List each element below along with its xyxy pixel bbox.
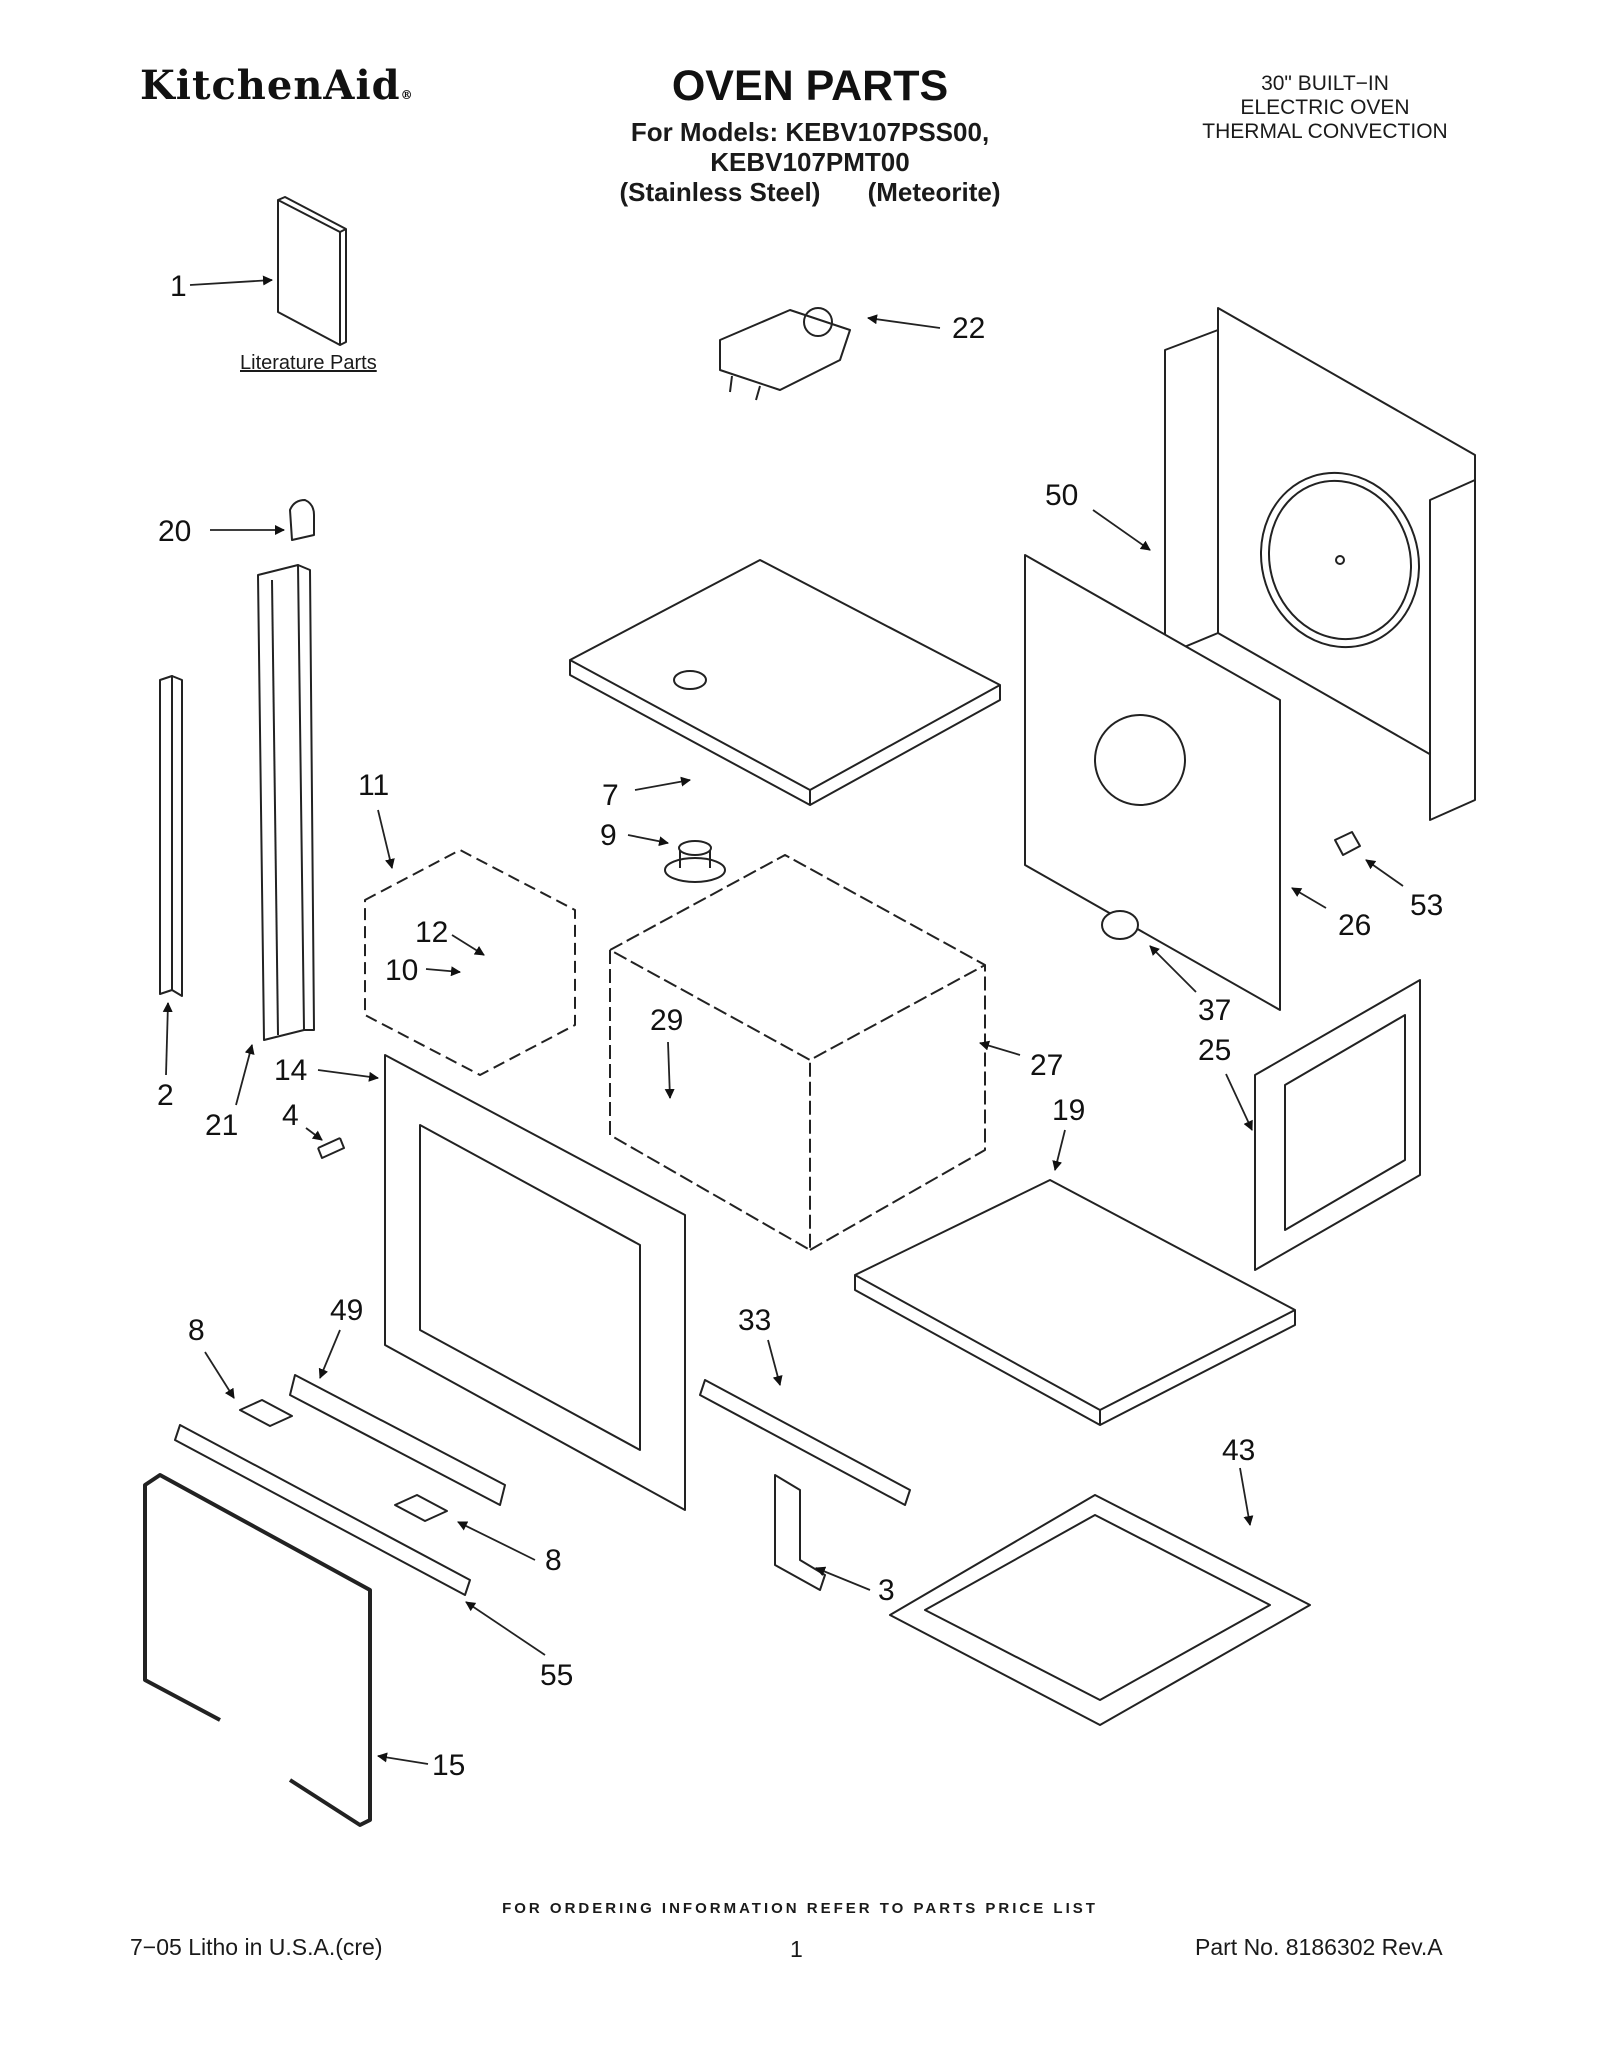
- part-back-panel: [1164, 307, 1476, 821]
- callout-8-bottom: 8: [545, 1544, 562, 1577]
- callout-10: 10: [385, 954, 418, 987]
- part-clip: [1334, 831, 1361, 856]
- part-cap: [289, 499, 315, 541]
- callout-26: 26: [1338, 909, 1371, 942]
- spec-line-3: THERMAL CONVECTION: [1202, 120, 1448, 143]
- callout-20: 20: [158, 515, 191, 548]
- callout-43: 43: [1222, 1434, 1255, 1467]
- spec-line-1: 30" BUILT−IN: [1261, 72, 1389, 95]
- callout-22: 22: [952, 312, 985, 345]
- finish-stainless: (Stainless Steel): [619, 177, 821, 207]
- part-motor: [664, 840, 726, 883]
- part-door-gasket: [143, 1473, 372, 1827]
- part-thermostat: [1101, 910, 1139, 940]
- callout-49: 49: [330, 1294, 363, 1327]
- callout-50: 50: [1045, 479, 1078, 512]
- page-number: 1: [790, 1936, 803, 1962]
- ordering-note: FOR ORDERING INFORMATION REFER TO PARTS …: [502, 1900, 1098, 1917]
- callout-27: 27: [1030, 1049, 1063, 1082]
- part-vent-strip: [159, 675, 183, 997]
- callout-25: 25: [1198, 1034, 1231, 1067]
- callout-33: 33: [738, 1304, 771, 1337]
- callout-55: 55: [540, 1659, 573, 1692]
- part-screw: [317, 1137, 345, 1159]
- part-control-board: [719, 307, 851, 401]
- callout-53: 53: [1410, 889, 1443, 922]
- callout-19: 19: [1052, 1094, 1085, 1127]
- part-bottom-frame: [889, 1494, 1311, 1726]
- part-literature: [277, 196, 347, 346]
- part-lower-rail: [289, 1374, 506, 1506]
- page-title: OVEN PARTS: [671, 62, 949, 110]
- part-rear-frame: [1024, 554, 1281, 1011]
- spec-line-2: ELECTRIC OVEN: [1240, 96, 1410, 119]
- part-side-panel: [1254, 979, 1421, 1271]
- finish-line: (Stainless Steel) (Meteorite): [530, 177, 1090, 207]
- brand-name: KitchenAid: [140, 62, 401, 109]
- callout-11: 11: [358, 769, 389, 802]
- litho-info: 7−05 Litho in U.S.A.(cre): [130, 1934, 383, 1960]
- part-oven-cavity: [609, 854, 986, 1251]
- callout-1: 1: [170, 270, 187, 303]
- brand-logo: KitchenAid®: [140, 62, 414, 109]
- part-bottom-panel: [854, 1179, 1296, 1426]
- part-vent-grille: [174, 1424, 471, 1596]
- registered-mark: ®: [400, 88, 414, 102]
- callout-9: 9: [600, 819, 617, 852]
- literature-parts-label: Literature Parts: [240, 352, 377, 374]
- product-spec: 30" BUILT−IN ELECTRIC OVEN THERMAL CONVE…: [1175, 72, 1475, 144]
- part-side-trim: [257, 564, 315, 1041]
- finish-meteorite: (Meteorite): [867, 177, 1001, 207]
- models-line: For Models: KEBV107PSS00, KEBV107PMT00: [630, 117, 990, 177]
- callout-12: 12: [415, 916, 448, 949]
- part-spacer-a: [239, 1399, 293, 1427]
- part-front-frame: [384, 1054, 686, 1511]
- callout-8-top: 8: [188, 1314, 205, 1347]
- part-hinge-bracket: [774, 1474, 826, 1591]
- part-number: Part No. 8186302 Rev.A: [1195, 1934, 1443, 1960]
- callout-4: 4: [282, 1099, 299, 1132]
- callout-2: 2: [157, 1079, 174, 1112]
- model-info: For Models: KEBV107PSS00, KEBV107PMT00 (…: [530, 117, 1090, 207]
- callout-37: 37: [1198, 994, 1231, 1027]
- callout-7: 7: [602, 779, 619, 812]
- callout-15: 15: [432, 1749, 465, 1782]
- leader-lines: [162, 275, 1404, 1765]
- part-channel: [699, 1379, 911, 1506]
- part-light-kit-outline: [364, 849, 576, 1076]
- part-spacer-b: [394, 1494, 448, 1522]
- callout-29: 29: [650, 1004, 683, 1037]
- callout-21: 21: [205, 1109, 238, 1142]
- callout-14: 14: [274, 1054, 307, 1087]
- part-top-panel: [569, 559, 1001, 806]
- callout-3: 3: [878, 1574, 895, 1607]
